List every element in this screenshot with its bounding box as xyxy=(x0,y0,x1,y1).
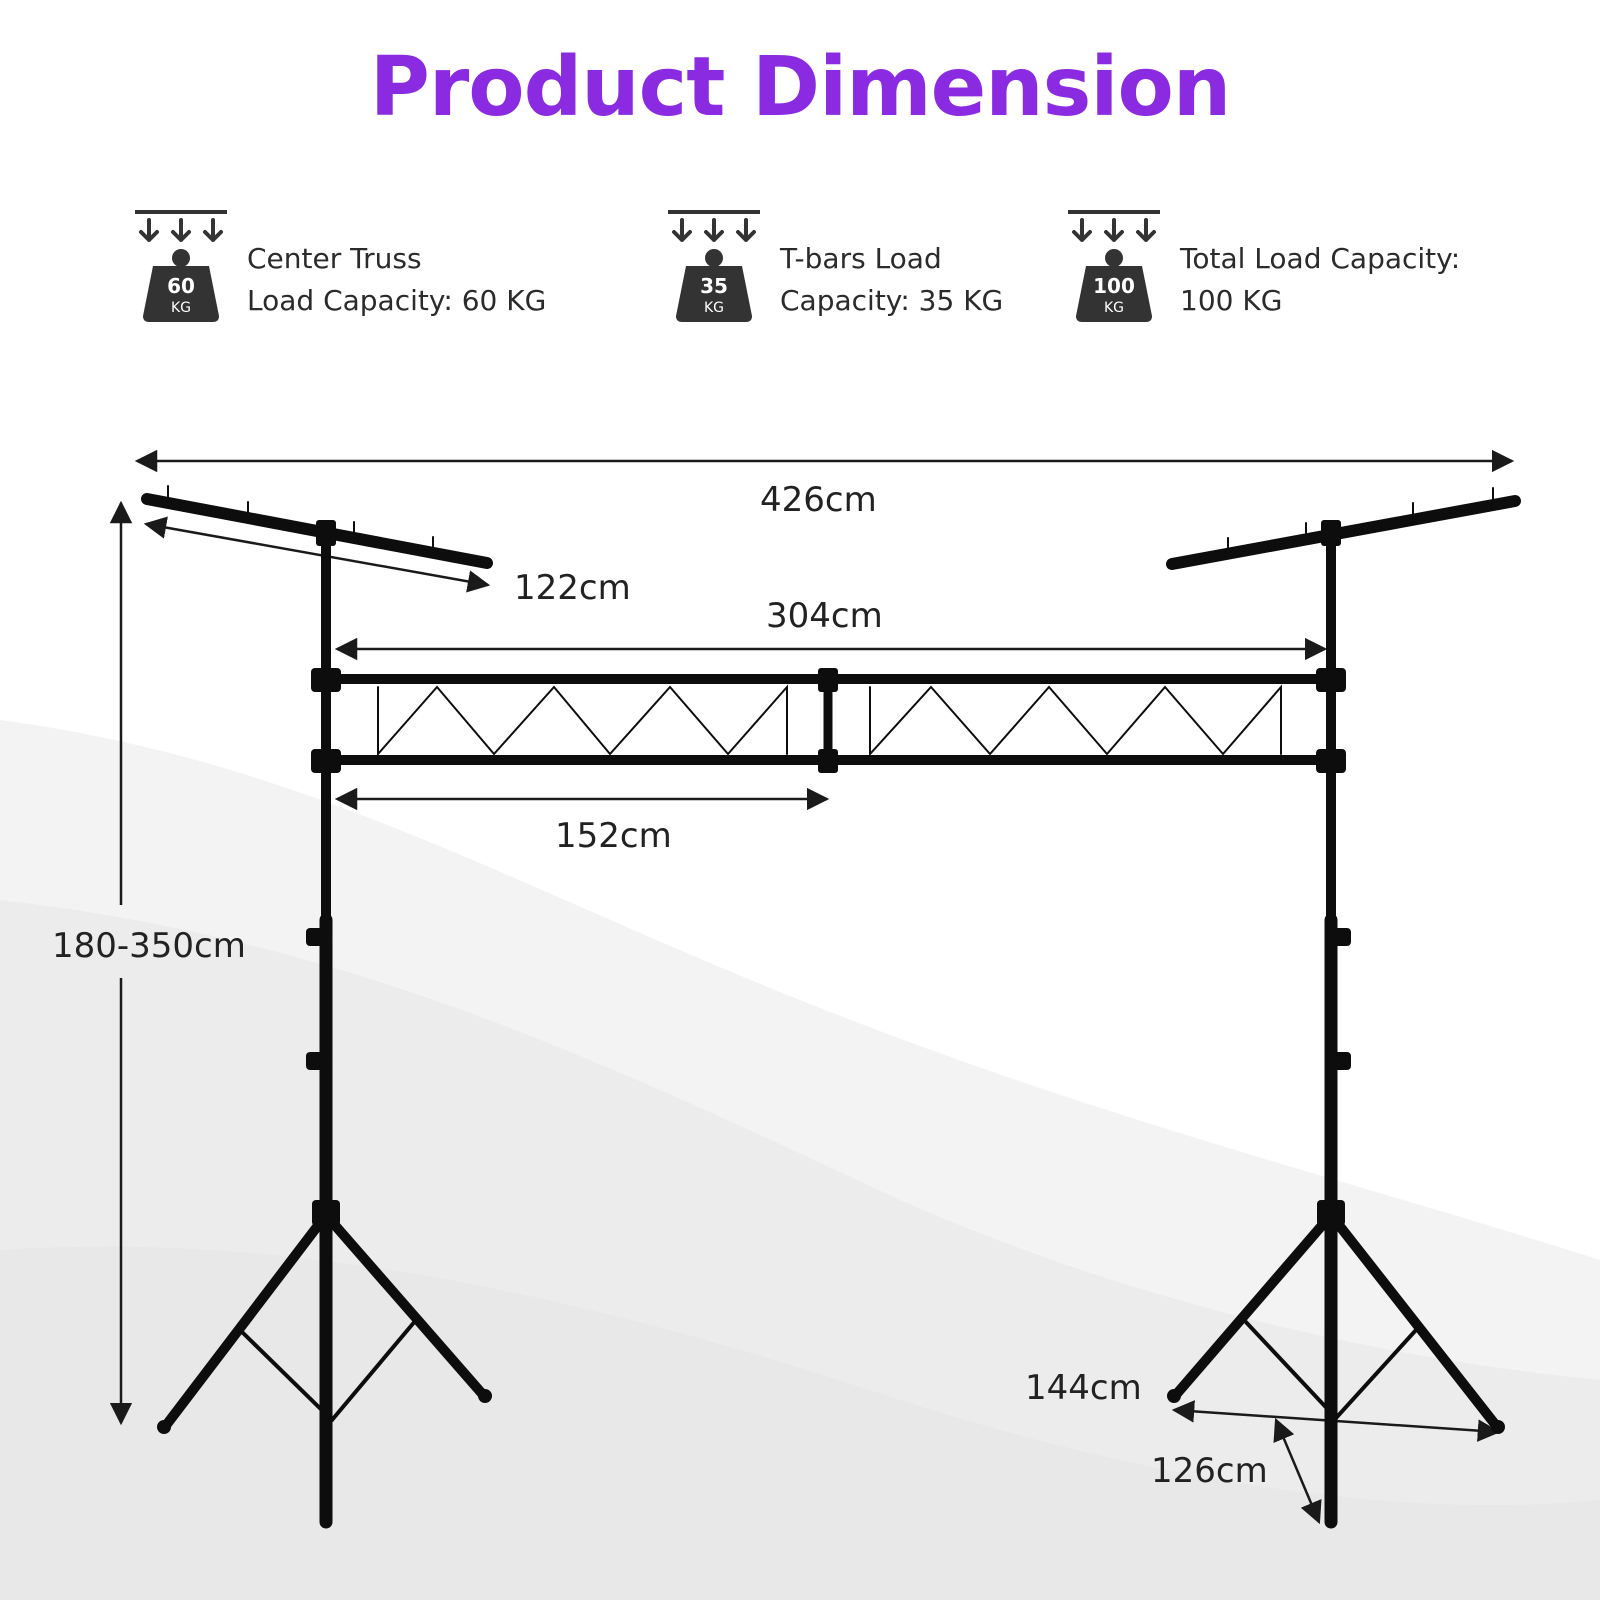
left-foot-1 xyxy=(157,1420,171,1434)
weight-unit: KG xyxy=(704,300,724,316)
right-height-knob-1 xyxy=(1327,928,1351,946)
truss-zigzag-right xyxy=(869,684,1282,757)
right-foot-2 xyxy=(1491,1420,1505,1434)
weight-value: 60 xyxy=(167,274,195,298)
left-tripod-brace-right xyxy=(330,1318,418,1422)
truss-width-label: 304cm xyxy=(766,596,883,636)
weight-value: 100 xyxy=(1093,274,1135,298)
left-tbar-clamp xyxy=(316,520,336,546)
right-height-knob-2 xyxy=(1327,1052,1351,1070)
left-height-knob-1 xyxy=(306,928,330,946)
left-tripod-leg-left xyxy=(159,1210,331,1433)
right-tripod-leg-left xyxy=(1169,1210,1336,1402)
weight-icon: 35 KG xyxy=(668,210,760,322)
spec-line-2: Load Capacity: 60 KG xyxy=(247,284,547,317)
spec-line-1: Total Load Capacity: xyxy=(1180,242,1461,275)
right-tripod-brace-left xyxy=(1242,1318,1338,1420)
tripod-depth-label: 126cm xyxy=(1151,1451,1268,1491)
tbar-length-line xyxy=(143,516,491,593)
tripod-depth-line xyxy=(1273,1417,1322,1525)
weight-icon: 60 KG xyxy=(135,210,227,322)
height-label: 180-350cm xyxy=(52,926,246,966)
left-height-knob-2 xyxy=(306,1052,330,1070)
spec-line-1: T-bars Load xyxy=(780,242,942,275)
left-truss-clamp-bottom xyxy=(311,749,341,773)
weight-icon: 100 KG xyxy=(1068,210,1160,322)
right-tripod-brace-right xyxy=(1334,1328,1418,1420)
right-foot-1 xyxy=(1167,1389,1181,1403)
tripod-span-label: 144cm xyxy=(1025,1368,1142,1408)
left-truss-clamp-top xyxy=(311,668,341,692)
tbar-length-label: 122cm xyxy=(514,568,631,608)
right-tbar-clamp xyxy=(1321,520,1341,546)
right-tripod-hub xyxy=(1317,1200,1345,1226)
left-tripod-hub xyxy=(312,1200,340,1226)
center-truss-joint-bottom xyxy=(818,749,838,773)
spec-line-2: 100 KG xyxy=(1180,284,1283,317)
weight-value: 35 xyxy=(700,274,728,298)
right-truss-clamp-top xyxy=(1316,668,1346,692)
right-t-bar xyxy=(1166,495,1521,570)
truss-section-label: 152cm xyxy=(555,816,672,856)
total-width-label: 426cm xyxy=(760,480,877,520)
left-foot-2 xyxy=(478,1389,492,1403)
left-tripod-leg-right xyxy=(321,1210,490,1402)
truss-zigzag-left xyxy=(377,684,788,757)
spec-line-2: Capacity: 35 KG xyxy=(780,284,1004,317)
weight-unit: KG xyxy=(171,300,191,316)
left-tripod-brace-left xyxy=(238,1328,334,1422)
center-truss-joint-top xyxy=(818,668,838,692)
right-tripod-leg-right xyxy=(1326,1210,1503,1433)
spec-line-1: Center Truss xyxy=(247,242,422,275)
page-title: Product Dimension xyxy=(369,40,1232,135)
right-truss-clamp-bottom xyxy=(1316,749,1346,773)
weight-unit: KG xyxy=(1104,300,1124,316)
